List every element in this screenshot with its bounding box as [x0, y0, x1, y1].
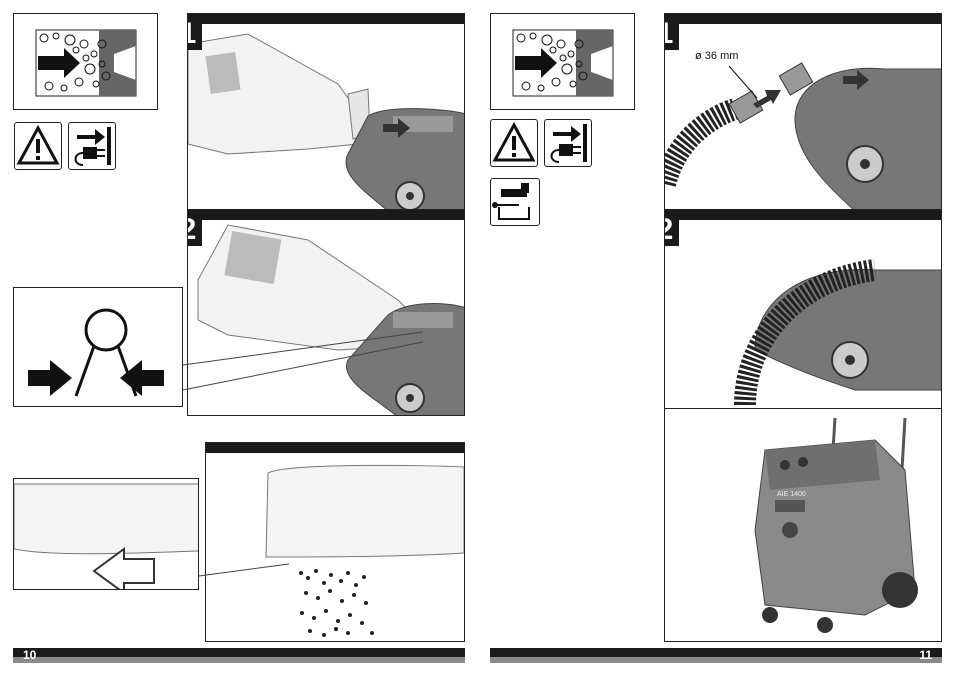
page-number: 10 — [23, 648, 36, 658]
empty-bag-illustration — [205, 442, 465, 642]
step2-vacuum-illustration: 2 AIE 1400 — [664, 209, 942, 642]
page-number: 11 — [919, 648, 932, 658]
step-number: 1 — [187, 18, 202, 50]
warning-icon — [490, 119, 538, 167]
step-number: 2 — [664, 214, 679, 246]
bag-detail-callout — [13, 478, 199, 590]
unplug-icon — [544, 119, 592, 167]
page-footer: 11 — [490, 648, 942, 663]
step-number: 2 — [187, 214, 202, 246]
hose-diameter-label: ø 36 mm — [695, 50, 738, 62]
callout-lines — [199, 560, 299, 590]
warning-icon — [14, 122, 62, 170]
vacuum-cleaner-image: AIE 1400 — [745, 410, 942, 642]
dust-extraction-icon — [490, 13, 635, 110]
step-number: 1 — [664, 18, 679, 50]
unplug-icon — [68, 122, 116, 170]
step1-hose-illustration: 1 ø 36 mm — [664, 13, 942, 210]
step1-illustration: 1 — [187, 13, 465, 210]
page-footer: 10 — [13, 648, 465, 663]
vacuum-model-label: AIE 1400 — [777, 491, 806, 498]
dust-extraction-icon — [13, 13, 158, 110]
vacuum-connection-icon — [490, 178, 540, 226]
callout-lines — [183, 330, 433, 400]
clip-squeeze-icon — [13, 287, 183, 407]
